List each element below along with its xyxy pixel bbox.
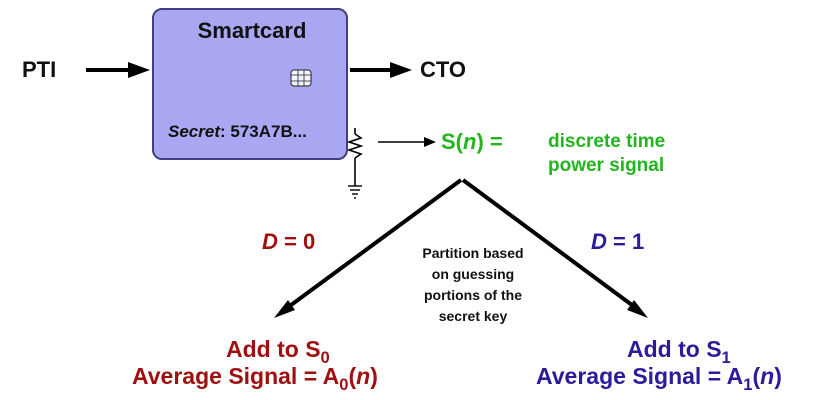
avg-a1-open: ( xyxy=(752,363,761,389)
secret-value: : 573A7B... xyxy=(219,122,307,141)
avg-a0-text: Average Signal = A xyxy=(132,363,340,389)
pti-label: PTI xyxy=(22,57,57,82)
add-to-s0-text: Add to S xyxy=(226,336,321,362)
add-to-s1-text: Add to S xyxy=(627,336,722,362)
add-to-s0-sub: 0 xyxy=(320,347,330,367)
signal-description-line1: discrete time xyxy=(548,131,666,152)
avg-a1-text: Average Signal = A xyxy=(536,363,744,389)
avg-a0-close: ) xyxy=(370,363,378,389)
average-signal-a1: Average Signal = A1(n) xyxy=(536,363,782,394)
signal-label-var: n xyxy=(463,129,477,154)
add-to-s1-sub: 1 xyxy=(721,347,731,367)
cto-label: CTO xyxy=(420,57,467,82)
add-to-s0-label: Add to S0 xyxy=(226,336,330,367)
resistor-icon xyxy=(346,128,364,186)
average-signal-a0: Average Signal = A0(n) xyxy=(132,363,378,394)
avg-a0-sub: 0 xyxy=(339,374,349,394)
d-one-label: D = 1 xyxy=(591,229,644,255)
signal-label-prefix: S( xyxy=(441,129,463,154)
avg-a1-var: n xyxy=(760,363,775,389)
avg-a1-sub: 1 xyxy=(743,374,753,394)
secret-label: Secret xyxy=(168,122,220,141)
partition-note-line1: Partition based xyxy=(422,245,524,261)
d-zero-var: D xyxy=(262,229,278,254)
ground-icon xyxy=(348,185,362,199)
d-one-var: D xyxy=(591,229,607,254)
partition-note-line3: portions of the xyxy=(424,287,522,303)
smartcard-title: Smartcard xyxy=(197,18,307,43)
pti-arrow xyxy=(86,62,150,78)
signal-description-line2: power signal xyxy=(548,155,665,176)
avg-a0-var: n xyxy=(356,363,371,389)
avg-a0-open: ( xyxy=(348,363,357,389)
d-zero-label: D = 0 xyxy=(262,229,315,255)
partition-note-line2: on guessing xyxy=(431,266,515,282)
signal-label-suffix: ) = xyxy=(476,129,503,154)
chip-icon xyxy=(290,69,312,87)
signal-label: S(n) = xyxy=(441,129,503,155)
smartcard-box: Smartcard Secret: 573A7B... xyxy=(152,8,348,160)
d-zero-value: = 0 xyxy=(277,229,316,254)
probe-arrow xyxy=(378,137,436,147)
cto-arrow xyxy=(350,62,412,78)
avg-a1-close: ) xyxy=(774,363,782,389)
d-one-value: = 1 xyxy=(606,229,645,254)
partition-note: Partition based on guessing portions of … xyxy=(400,243,546,327)
add-to-s1-label: Add to S1 xyxy=(627,336,731,367)
secret-text: Secret: 573A7B... xyxy=(168,122,307,142)
branch-arrows xyxy=(274,178,648,318)
partition-note-line4: secret key xyxy=(438,308,508,324)
